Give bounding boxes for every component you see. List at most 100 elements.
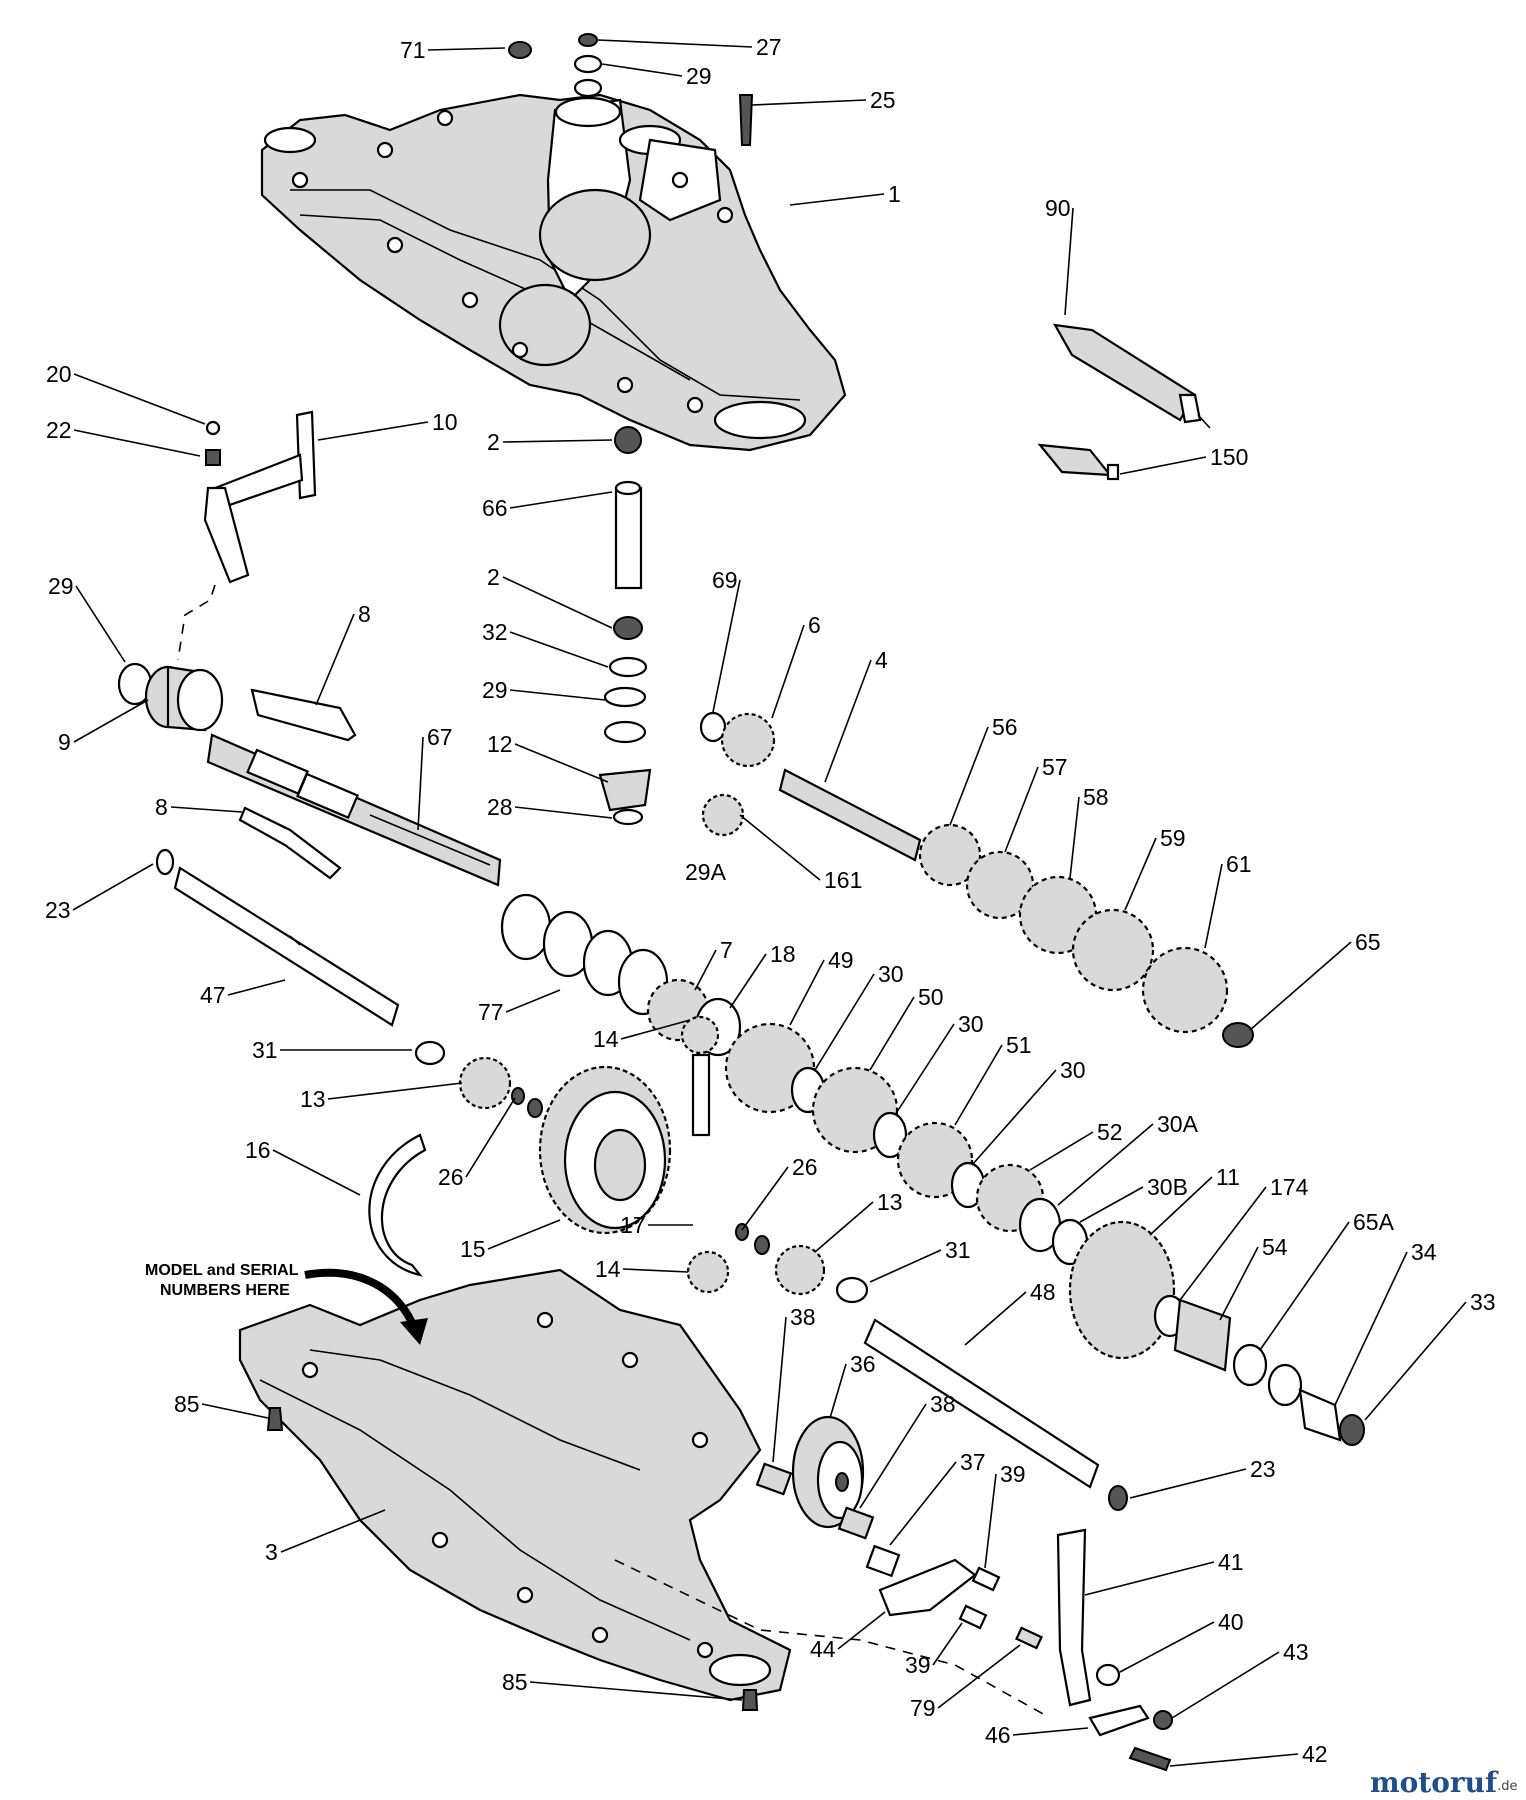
callout-c67: 67 bbox=[427, 724, 453, 750]
callout-c65A: 65A bbox=[1353, 1209, 1395, 1235]
callout-c25: 25 bbox=[870, 87, 896, 113]
callout-c17: 17 bbox=[620, 1212, 646, 1238]
leader-c2b bbox=[502, 576, 613, 629]
callout-c150: 150 bbox=[1210, 444, 1248, 470]
callout-c34: 34 bbox=[1411, 1239, 1437, 1265]
leader-c85a bbox=[201, 1403, 269, 1419]
callout-c28: 28 bbox=[487, 794, 513, 820]
callout-c30B: 30B bbox=[1147, 1174, 1188, 1200]
small-tube bbox=[1037, 443, 1120, 481]
leader-c90 bbox=[1064, 207, 1074, 316]
leader-c34 bbox=[1334, 1251, 1408, 1406]
bevel-gear-13-right bbox=[774, 1244, 826, 1296]
leader-c161 bbox=[739, 814, 821, 881]
leader-c33 bbox=[1364, 1301, 1467, 1421]
callout-c57: 57 bbox=[1042, 754, 1068, 780]
shim-1 bbox=[500, 893, 552, 961]
washer-26-right-b bbox=[754, 1235, 770, 1255]
breather-85-top bbox=[266, 1407, 284, 1431]
leader-c174 bbox=[1179, 1186, 1267, 1301]
brake-shaft bbox=[173, 866, 400, 1027]
leader-c20 bbox=[73, 373, 206, 425]
leader-c37 bbox=[889, 1461, 957, 1546]
spring-79 bbox=[1015, 1626, 1043, 1650]
brake-pad-38-right bbox=[837, 1506, 875, 1540]
gear-61 bbox=[1141, 946, 1229, 1034]
callout-c56: 56 bbox=[992, 714, 1018, 740]
bolt-25 bbox=[738, 94, 754, 146]
callout-c66: 66 bbox=[482, 495, 508, 521]
input-shaft-stack bbox=[598, 426, 652, 826]
callout-c14b: 14 bbox=[595, 1256, 621, 1282]
callout-c23a: 23 bbox=[45, 897, 71, 923]
callout-c7: 7 bbox=[720, 937, 733, 963]
washer-29-bottom bbox=[573, 78, 603, 98]
leader-c28 bbox=[514, 806, 613, 819]
callout-c59: 59 bbox=[1160, 825, 1186, 851]
shift-fork bbox=[203, 410, 317, 584]
callout-c6: 6 bbox=[808, 612, 821, 638]
callout-c40: 40 bbox=[1218, 1609, 1244, 1635]
callout-c22: 22 bbox=[46, 417, 72, 443]
callout-c85a: 85 bbox=[174, 1391, 200, 1417]
callout-c13b: 13 bbox=[877, 1189, 903, 1215]
leader-c56 bbox=[949, 726, 989, 826]
washer-31-left bbox=[414, 1040, 446, 1066]
callout-c13a: 13 bbox=[300, 1086, 326, 1112]
leader-c9 bbox=[73, 699, 149, 743]
shift-shaft bbox=[206, 733, 502, 887]
callout-c30a: 30 bbox=[878, 961, 904, 987]
watermark-text: motoruf.de bbox=[1370, 1766, 1517, 1799]
bevel-gear-11 bbox=[1068, 1220, 1176, 1360]
leader-c29a bbox=[601, 63, 683, 77]
callout-c3: 3 bbox=[265, 1539, 278, 1565]
callout-c48: 48 bbox=[1030, 1279, 1056, 1305]
bearing-65 bbox=[1222, 1022, 1254, 1048]
leader-c13b bbox=[814, 1201, 874, 1253]
leader-c2a bbox=[502, 439, 613, 443]
leader-c26a bbox=[465, 1097, 516, 1178]
nut-43 bbox=[1153, 1710, 1173, 1730]
leader-c65 bbox=[1249, 941, 1352, 1031]
callout-c85b: 85 bbox=[502, 1669, 528, 1695]
callout-c29A: 29A bbox=[685, 859, 727, 885]
callout-c43: 43 bbox=[1283, 1639, 1309, 1665]
callout-c8b: 8 bbox=[155, 794, 168, 820]
callout-c14a: 14 bbox=[593, 1026, 619, 1052]
leader-c29c bbox=[509, 689, 606, 701]
leader-c38a bbox=[772, 1316, 787, 1463]
callout-c38b: 38 bbox=[930, 1391, 956, 1417]
pin-39-top bbox=[971, 1566, 1001, 1592]
snap-ring-23-right bbox=[1108, 1485, 1128, 1511]
leader-c48 bbox=[964, 1291, 1027, 1346]
note-line-2: NUMBERS HERE bbox=[160, 1282, 290, 1299]
callout-c30c: 30 bbox=[1060, 1057, 1086, 1083]
bracket-46 bbox=[1088, 1704, 1150, 1737]
leader-c29b bbox=[75, 585, 126, 663]
callout-c11: 11 bbox=[1216, 1164, 1240, 1190]
callout-c8a: 8 bbox=[358, 601, 371, 627]
callout-c20: 20 bbox=[46, 361, 72, 387]
callout-c52: 52 bbox=[1097, 1119, 1123, 1145]
washer-30-b bbox=[872, 1111, 908, 1159]
gear-56 bbox=[918, 823, 982, 887]
callout-c36: 36 bbox=[850, 1351, 876, 1377]
callout-c18: 18 bbox=[770, 941, 796, 967]
callout-c39b: 39 bbox=[905, 1652, 931, 1678]
leader-c44 bbox=[837, 1611, 886, 1650]
callout-c49: 49 bbox=[828, 947, 854, 973]
note-line-1: MODEL and SERIAL bbox=[145, 1262, 299, 1279]
washer-26-left-b bbox=[527, 1098, 543, 1118]
watermark-suffix: .de bbox=[1497, 1779, 1517, 1794]
note-arrow-head bbox=[400, 1318, 428, 1345]
leader-c41 bbox=[1084, 1561, 1215, 1596]
shift-key-lower bbox=[238, 806, 342, 880]
callout-c12: 12 bbox=[487, 731, 513, 757]
leader-c7 bbox=[694, 949, 717, 991]
pinion-14-top bbox=[680, 1015, 720, 1055]
callout-c16: 16 bbox=[245, 1137, 271, 1163]
callout-c79: 79 bbox=[910, 1695, 936, 1721]
leader-c11 bbox=[1149, 1176, 1213, 1236]
callout-c29a: 29 bbox=[686, 63, 712, 89]
